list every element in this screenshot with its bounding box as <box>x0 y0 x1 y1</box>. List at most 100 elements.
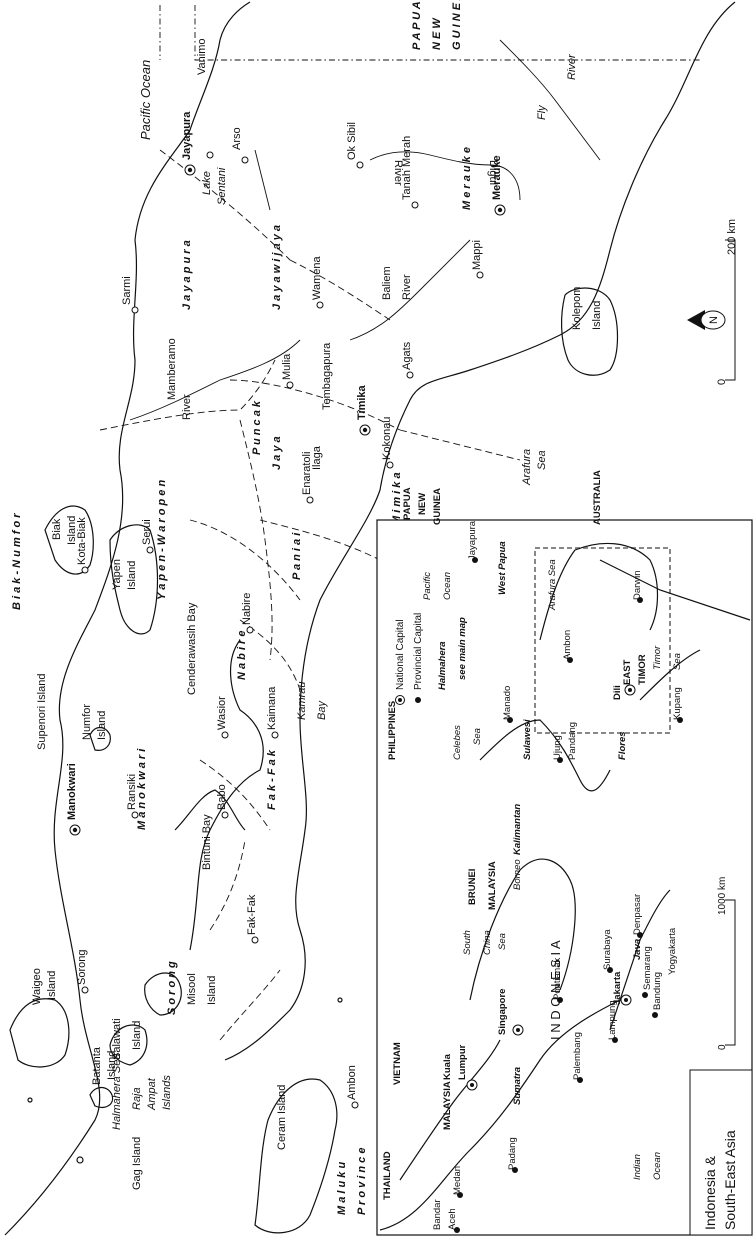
label-i-indian-2: Ocean <box>652 1152 663 1180</box>
label-sarmi: Sarmi <box>121 276 133 305</box>
label-i-indonesia: I N D O N E S I A <box>548 940 563 1040</box>
label-i-westpapua: West Papua <box>497 541 508 595</box>
label-raja-2: Ampat <box>146 1077 158 1111</box>
label-mamberamo-2: River <box>181 394 193 420</box>
label-vanimo: Vanimo <box>196 39 208 75</box>
label-i-denpasar: Denpasar <box>632 894 643 935</box>
label-kokonau: Kokonau <box>381 417 393 460</box>
main-scale-length: 200 km <box>726 219 738 255</box>
label-i-philippines: PHILIPPINES <box>387 701 398 760</box>
label-maluku-2: P r o v i n c e <box>356 1148 368 1215</box>
label-i-manado: Manado <box>502 686 513 720</box>
label-kolepom-1: Kolepom <box>571 287 583 330</box>
inset-legend: National Capital Provincial Capital <box>395 613 424 705</box>
label-i-dili: Dili <box>612 685 623 700</box>
label-salawati-1: Salawati <box>111 1018 123 1060</box>
label-i-lampung: Lampung <box>607 1000 618 1040</box>
legend-provincial: Provincial Capital <box>413 613 424 690</box>
label-manokwari-city: Manokwari <box>66 763 78 820</box>
legend-national: National Capital <box>395 619 406 690</box>
label-tanah-merah: Tanah Merah <box>401 136 413 200</box>
label-i-medan: Medan <box>452 1166 463 1195</box>
label-ok-sibil: Ok Sibil <box>346 122 358 160</box>
label-arafura-2: Sea <box>536 450 548 470</box>
label-nabire-prov: N a b i r e <box>236 630 248 680</box>
main-scale-bar: 0 200 km <box>716 219 738 385</box>
label-i-darwin: Darwin <box>632 570 643 600</box>
label-i-ujung-2: Pandang <box>567 722 578 760</box>
label-kamrau-1: Kamrau <box>296 681 308 720</box>
label-yapen-waropen: Y a p e n - W a r o p e n <box>156 480 168 600</box>
label-i-pontianak: Pontianak <box>552 957 563 1000</box>
label-i-singapore: Singapore <box>497 989 508 1035</box>
label-kota-biak: Kota-Biak <box>76 517 88 565</box>
label-waigeo-1: Waigeo <box>31 968 43 1005</box>
label-manokwari-prov: M a n o k w a r i <box>136 748 148 830</box>
label-fly: Fly <box>536 104 548 120</box>
label-baliem-1: Baliem <box>381 266 393 300</box>
label-i-south-1: South <box>462 930 473 955</box>
label-yapen-2: Island <box>126 561 138 590</box>
label-pacific-ocean: Pacific Ocean <box>138 60 153 140</box>
label-i-east-2: TIMOR <box>637 654 648 685</box>
label-i-palembang: Palembang <box>572 1032 583 1080</box>
province-boundaries <box>99 149 521 1041</box>
label-paniai: P a n i a i <box>291 532 303 580</box>
label-ceram: Ceram Island <box>276 1085 288 1150</box>
label-wamena: Wamena <box>311 256 323 300</box>
label-i-sulawesi: Sulawesi <box>522 719 533 760</box>
inset-scale-zero: 0 <box>717 1044 728 1050</box>
label-i-bandar-2: Aceh <box>447 1208 458 1230</box>
label-i-pacific-1: Pacific <box>422 572 433 600</box>
label-i-seemain: see main map <box>457 617 468 680</box>
label-mappi: Mappi <box>471 240 483 270</box>
label-i-png-1: PAPUA <box>402 487 413 520</box>
label-i-indian-1: Indian <box>632 1154 643 1180</box>
label-lake-sentani-1: Lake <box>201 171 213 195</box>
label-batanta-2: Island <box>106 1051 118 1080</box>
label-i-thailand: THAILAND <box>382 1151 393 1200</box>
label-raja-1: Raja <box>131 1087 143 1110</box>
label-cenderawasih: Cenderawasih Bay <box>186 602 198 695</box>
label-babo: Babo <box>216 784 228 810</box>
label-i-halmahera: Halmahera <box>437 641 448 690</box>
label-gag: Gag Island <box>131 1137 143 1190</box>
label-i-timor-1: Timor <box>652 645 663 670</box>
label-biak-1: Biak <box>51 518 63 540</box>
label-enaratoli: Enaratoli <box>301 452 313 495</box>
label-i-sumatra: Sumatra <box>512 1067 523 1105</box>
north-label: N <box>708 316 720 324</box>
label-i-kuala-2: Lumpur <box>457 1044 468 1080</box>
label-i-malaysia-w: MALAYSIA <box>442 1081 453 1130</box>
label-i-png-2: NEW <box>417 493 428 515</box>
label-sorong-city: Sorong <box>76 950 88 985</box>
label-i-vietnam: VIETNAM <box>392 1042 403 1085</box>
label-i-yogyakarta: Yogyakarta <box>667 927 678 975</box>
inset-scale-length: 1000 km <box>717 877 728 915</box>
label-i-flores: Flores <box>617 731 628 760</box>
label-mulia: Mulia <box>281 353 293 380</box>
label-numfor-1: Numfor <box>81 704 93 740</box>
inset-title-line2: South-East Asia <box>722 1130 738 1230</box>
label-i-kupang: Kupang <box>672 687 683 720</box>
label-kaimana: Kaimana <box>266 686 278 730</box>
label-agats: Agats <box>401 341 413 370</box>
inset-title-box: Indonesia & South-East Asia <box>689 1069 753 1236</box>
label-raja-3: Islands <box>161 1075 173 1110</box>
label-ilaga: Ilaga <box>311 445 323 470</box>
label-biak-numfor: B i a k - N u m f o r <box>11 513 23 610</box>
label-puncak-2: J a y a <box>271 436 283 470</box>
label-i-java: Java <box>632 939 643 960</box>
label-merauke-city: Merauke <box>491 155 503 200</box>
label-i-jayapura: Jayapura <box>467 520 478 560</box>
inset-highlight-box <box>534 547 671 734</box>
label-jayapura-prov: J a y a p u r a <box>181 240 193 310</box>
inset-title-line1: Indonesia & <box>702 1155 718 1230</box>
label-i-padang: Padang <box>507 1137 518 1170</box>
label-biak-2: Island <box>66 516 78 545</box>
label-waigeo-2: Island <box>46 971 58 1000</box>
label-i-borneo: Borneo <box>512 859 523 890</box>
label-tembagapura: Tembagapura <box>321 342 333 410</box>
label-puncak-1: P u n c a k <box>251 400 263 455</box>
label-mimika: M i m i k a <box>391 472 403 525</box>
